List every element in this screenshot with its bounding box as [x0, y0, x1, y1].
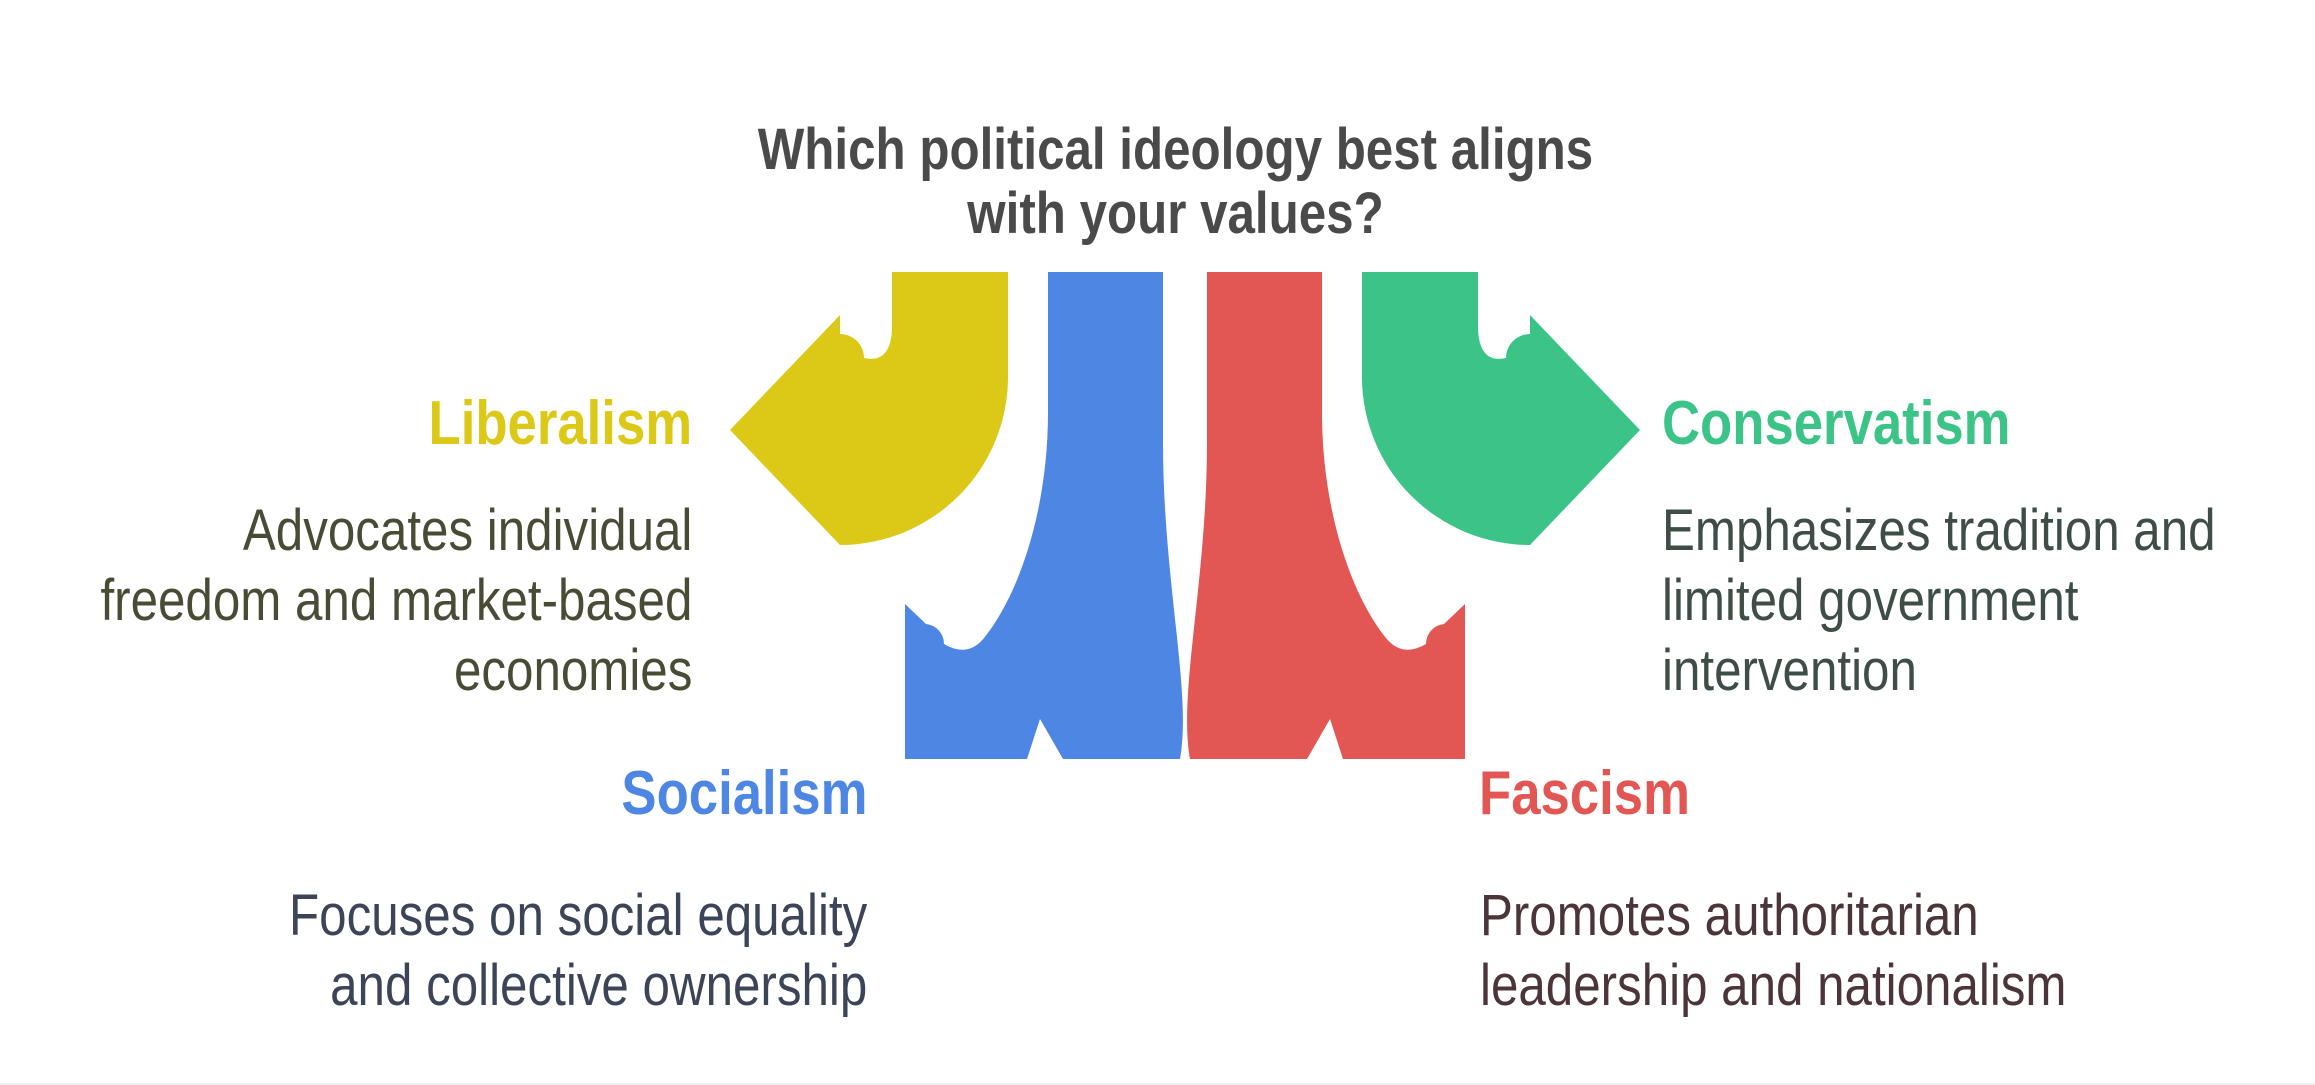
- conservatism-description: Emphasizes tradition and limited governm…: [1662, 496, 2216, 706]
- page-title: Which political ideology best aligns wit…: [192, 118, 2160, 246]
- liberalism-label: Liberalism: [428, 389, 692, 458]
- fascism-description-line: leadership and nationalism: [1480, 953, 2067, 1018]
- liberalism-description-line: Advocates individual: [242, 498, 692, 563]
- socialism-arrow-down-left-icon: [905, 272, 1183, 759]
- page-title-line-1: Which political ideology best aligns: [757, 117, 1594, 182]
- conservatism-label: Conservatism: [1662, 389, 2011, 458]
- conservatism-arrow-right-icon: [1362, 272, 1640, 545]
- page-title-line-2: with your values?: [967, 181, 1384, 246]
- liberalism-description: Advocates individual freedom and market-…: [100, 496, 692, 706]
- conservatism-description-line: intervention: [1662, 638, 1917, 703]
- fascism-description-line: Promotes authoritarian: [1480, 883, 1979, 948]
- fascism-label: Fascism: [1479, 759, 1690, 828]
- socialism-description-line: Focuses on social equality: [288, 883, 867, 948]
- socialism-label: Socialism: [620, 759, 867, 828]
- liberalism-arrow-left-icon: [730, 272, 1008, 545]
- conservatism-description-line: limited government: [1662, 568, 2079, 633]
- socialism-description: Focuses on social equality and collectiv…: [289, 881, 867, 1021]
- branching-arrows-graphic: [730, 272, 1640, 759]
- fascism-description: Promotes authoritarian leadership and na…: [1480, 881, 2067, 1021]
- liberalism-description-line: economies: [453, 638, 692, 703]
- liberalism-description-line: freedom and market-based: [100, 568, 692, 633]
- bottom-divider: [0, 1083, 2315, 1085]
- fascism-arrow-down-right-icon: [1187, 272, 1465, 759]
- socialism-description-line: and collective ownership: [329, 953, 867, 1018]
- conservatism-description-line: Emphasizes tradition and: [1662, 498, 2216, 563]
